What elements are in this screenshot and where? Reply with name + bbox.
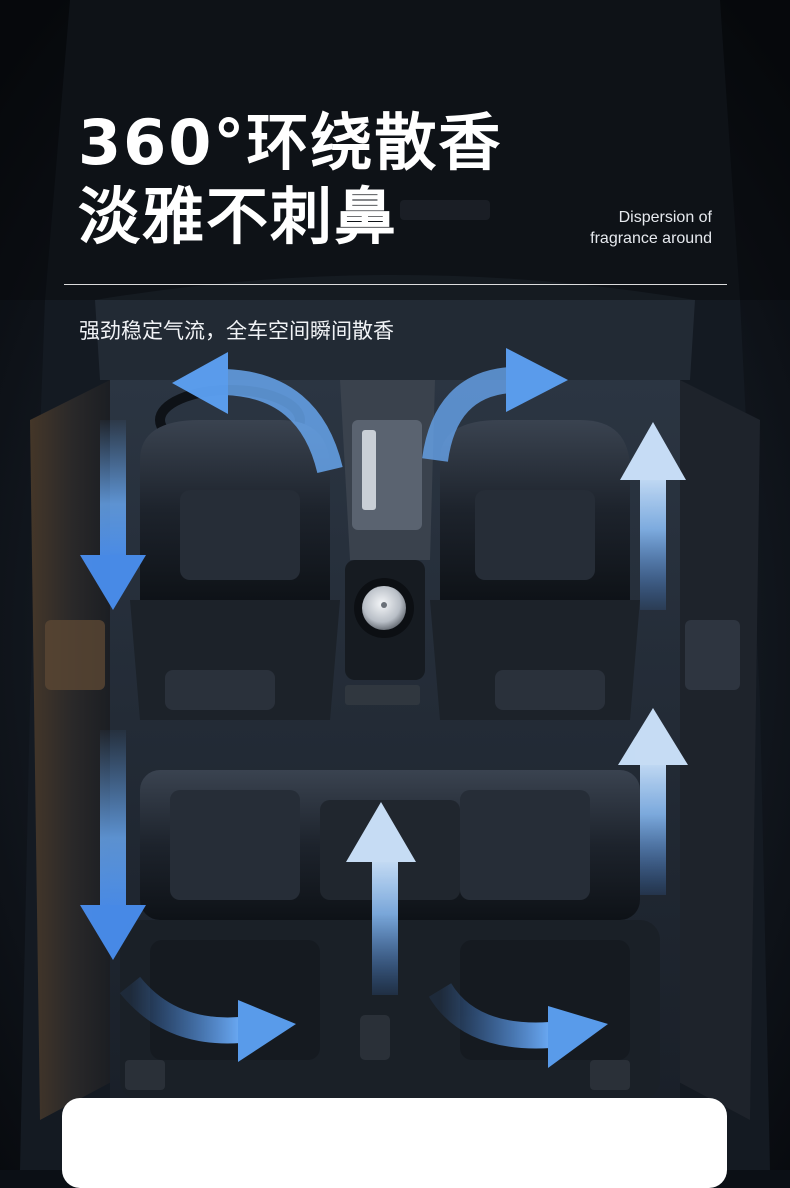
front-left-seat [130,420,340,720]
headline-line-1: 360°环绕散香 [78,106,503,179]
english-subtitle: Dispersion of fragrance around [472,207,712,249]
divider-line [64,284,727,285]
english-subtitle-line-1: Dispersion of [618,209,712,226]
headline-line-2: 淡雅不刺鼻 [78,180,399,253]
front-right-seat [430,420,640,720]
bottom-card [62,1098,727,1188]
airflow-arrows [80,348,688,1068]
english-subtitle-line-2: fragrance around [590,230,712,247]
tagline: 强劲稳定气流，全车空间瞬间散香 [79,319,394,343]
